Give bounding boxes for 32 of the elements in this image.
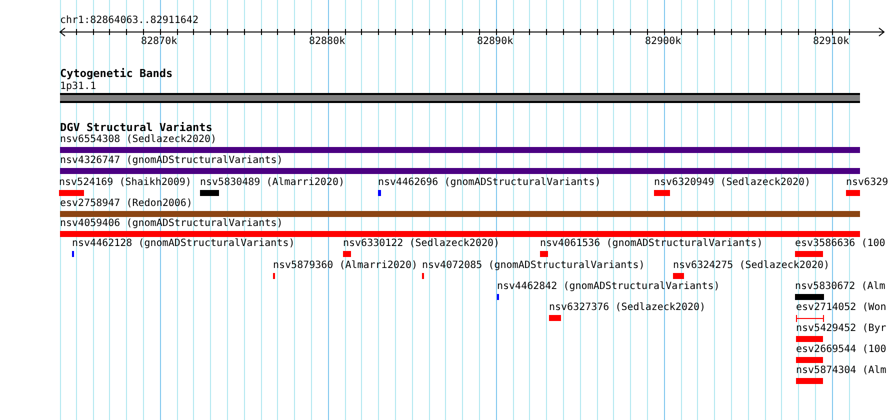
tick-label: 82880k [309,36,346,48]
variant-label: nsv5879360 (Almarri2020) [273,260,418,272]
variant-label: nsv4326747 (gnomADStructuralVariants) [60,155,283,167]
variant-label: nsv6330122 (Sedlazeck2020) [343,238,500,250]
variant-label: nsv4061536 (gnomADStructuralVariants) [540,238,763,250]
variant-label: nsv4072085 (gnomADStructuralVariants) [422,260,645,272]
band-label: 1p31.1 [60,81,96,93]
track-title: Cytogenetic Bands [60,68,173,80]
ruler-range-label: chr1:82864063..82911642 [60,15,198,27]
variant-label: nsv5429452 (Byr [796,323,886,335]
variant-label: nsv4059406 (gnomADStructuralVariants) [60,218,283,230]
variant-label: nsv4462842 (gnomADStructuralVariants) [497,281,720,293]
variant-label: nsv6320949 (Sedlazeck2020) [654,177,811,189]
tick-label: 82890k [477,36,514,48]
tick-label: 82900k [645,36,682,48]
variant-label: nsv4462696 (gnomADStructuralVariants) [378,177,601,189]
variant-label: esv3586636 (100 [795,238,886,250]
variant-label: nsv524169 (Shaikh2009) [59,177,192,189]
track-title: DGV Structural Variants [60,122,212,134]
variant-label: esv2669544 (100 [796,344,886,356]
tick-label: 82870k [141,36,178,48]
variant-label: nsv4462128 (gnomADStructuralVariants) [72,238,295,250]
variant-label: nsv6554308 (Sedlazeck2020) [60,134,217,146]
variant-label: nsv6329 [846,177,888,189]
variant-label: nsv5830489 (Almarri2020) [200,177,344,189]
variant-label: nsv6324275 (Sedlazeck2020) [673,260,830,272]
variant-label: esv2758947 (Redon2006) [60,198,192,210]
variant-label: esv2714052 (Won [796,302,886,314]
tick-label: 82910k [813,36,850,48]
variant-label: nsv5830672 (Alm [795,281,886,293]
variant-label: nsv6327376 (Sedlazeck2020) [549,302,706,314]
variant-label: nsv5874304 (Alm [796,365,886,377]
